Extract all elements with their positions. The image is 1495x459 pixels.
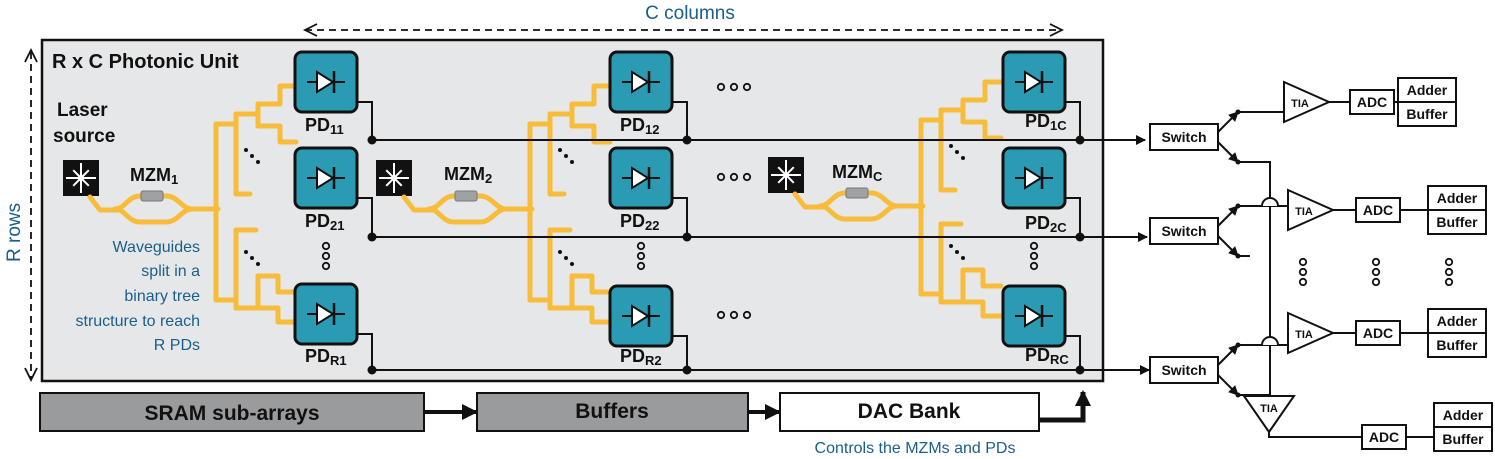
- pd-label: PDR1: [305, 346, 347, 368]
- pd-vertical-ellipsis: [321, 241, 331, 271]
- buffer-label: Buffer: [1442, 431, 1484, 447]
- tree-ellipsis-upper: [558, 148, 574, 164]
- pd-label: PD11: [305, 115, 344, 137]
- tia-label: TIA: [1291, 98, 1309, 110]
- dac-to-unit-arrow: [1039, 390, 1091, 423]
- buffer-label: Buffer: [1436, 337, 1478, 353]
- laser-label-line1: Laser: [57, 100, 108, 121]
- dac-note: Controls the MZMs and PDs: [815, 440, 1016, 457]
- switch-3: Switch: [1149, 344, 1239, 396]
- pd-label: PD12: [620, 115, 659, 137]
- tree-ellipsis-lower: [558, 250, 574, 266]
- mzm-phase-shifter: [454, 190, 478, 202]
- switch-label: Switch: [1161, 223, 1206, 239]
- pd-label: PD1C: [1025, 111, 1067, 133]
- pd-label: PD2C: [1025, 213, 1067, 235]
- tia-label: TIA: [1295, 206, 1313, 218]
- svg-text:Waveguides: Waveguides: [113, 239, 200, 256]
- laser-source-icon: [63, 160, 99, 196]
- tree-ellipsis-upper: [244, 148, 260, 164]
- readout-vertical-ellipsis: [1371, 257, 1381, 287]
- laser-source-icon: [376, 160, 412, 196]
- waveguide-tree: [401, 83, 613, 325]
- pipeline-buffers-box: [476, 392, 749, 432]
- switch-2: Switch: [1149, 205, 1239, 257]
- adder-label: Adder: [1407, 82, 1448, 98]
- photodetector-icon: [293, 282, 359, 346]
- tree-ellipsis-lower: [949, 244, 965, 260]
- readout-bus: [1235, 109, 1288, 398]
- dac-bank-box: [779, 392, 1040, 432]
- mzm-phase-shifter: [140, 190, 164, 202]
- laser-label-line2: source: [53, 126, 115, 147]
- pipeline-buffers-label: Buffers: [575, 400, 649, 423]
- adder-label: Adder: [1437, 313, 1478, 329]
- buffer-label: Buffer: [1436, 214, 1478, 230]
- svg-text:split in a: split in a: [141, 263, 200, 280]
- tree-ellipsis-lower: [244, 250, 260, 266]
- adc-label: ADC: [1369, 429, 1399, 445]
- photonic-unit-title: R x C Photonic Unit: [52, 51, 239, 73]
- dac-bank-label: DAC Bank: [858, 400, 961, 423]
- columns-label: C columns: [645, 3, 735, 24]
- photodetector-icon: [608, 146, 674, 210]
- adc-label: ADC: [1363, 202, 1393, 218]
- pd-label: PD22: [620, 211, 659, 233]
- switch-1: Switch: [1149, 111, 1239, 163]
- photodetector-icon: [1001, 146, 1067, 210]
- readout-vertical-ellipsis: [1298, 257, 1308, 287]
- pd-label: PDRC: [1025, 345, 1069, 367]
- rows-label: R rows: [4, 203, 25, 262]
- tree-ellipsis-upper: [949, 144, 965, 160]
- adc-label: ADC: [1357, 94, 1387, 110]
- switch-label: Switch: [1161, 129, 1206, 145]
- photodetector-icon: [608, 50, 674, 114]
- pd-label: PDR2: [620, 346, 662, 368]
- photodetector-icon: [293, 146, 359, 210]
- pd-vertical-ellipsis: [636, 241, 646, 271]
- pd-label: PD21: [305, 211, 344, 233]
- waveguide-tree: [792, 79, 1004, 319]
- waveguide-note: Waveguides split in a binary tree struct…: [76, 239, 201, 354]
- waveguide-tree: [87, 83, 299, 325]
- photodetector-icon: [293, 50, 359, 114]
- buffer-label: Buffer: [1406, 106, 1448, 122]
- pd-vertical-ellipsis: [1029, 241, 1039, 271]
- sram-box: [39, 392, 425, 432]
- mzm-phase-shifter: [845, 187, 869, 199]
- adder-label: Adder: [1443, 407, 1484, 423]
- switch-label: Switch: [1161, 362, 1206, 378]
- tia-label: TIA: [1295, 329, 1313, 341]
- mzm-label: MZM1: [130, 165, 178, 187]
- photodetector-icon: [1001, 284, 1067, 348]
- adder-label: Adder: [1437, 190, 1478, 206]
- laser-source-icon: [768, 157, 804, 193]
- row-output-wires: [367, 135, 1150, 375]
- sram-label: SRAM sub-arrays: [144, 402, 319, 425]
- adc-label: ADC: [1363, 325, 1393, 341]
- photodetector-icon: [1001, 50, 1067, 114]
- photodetector-icon: [608, 284, 674, 348]
- mzm-label: MZMC: [832, 162, 883, 184]
- mzm-label: MZM2: [444, 164, 492, 186]
- tia-label: TIA: [1260, 403, 1278, 415]
- svg-text:R PDs: R PDs: [154, 337, 200, 354]
- svg-text:binary tree: binary tree: [124, 288, 200, 305]
- column-3: MZMC PD1C PD2C PDRC: [768, 50, 1081, 370]
- svg-text:structure to reach: structure to reach: [76, 313, 201, 330]
- readout-vertical-ellipsis: [1444, 257, 1454, 287]
